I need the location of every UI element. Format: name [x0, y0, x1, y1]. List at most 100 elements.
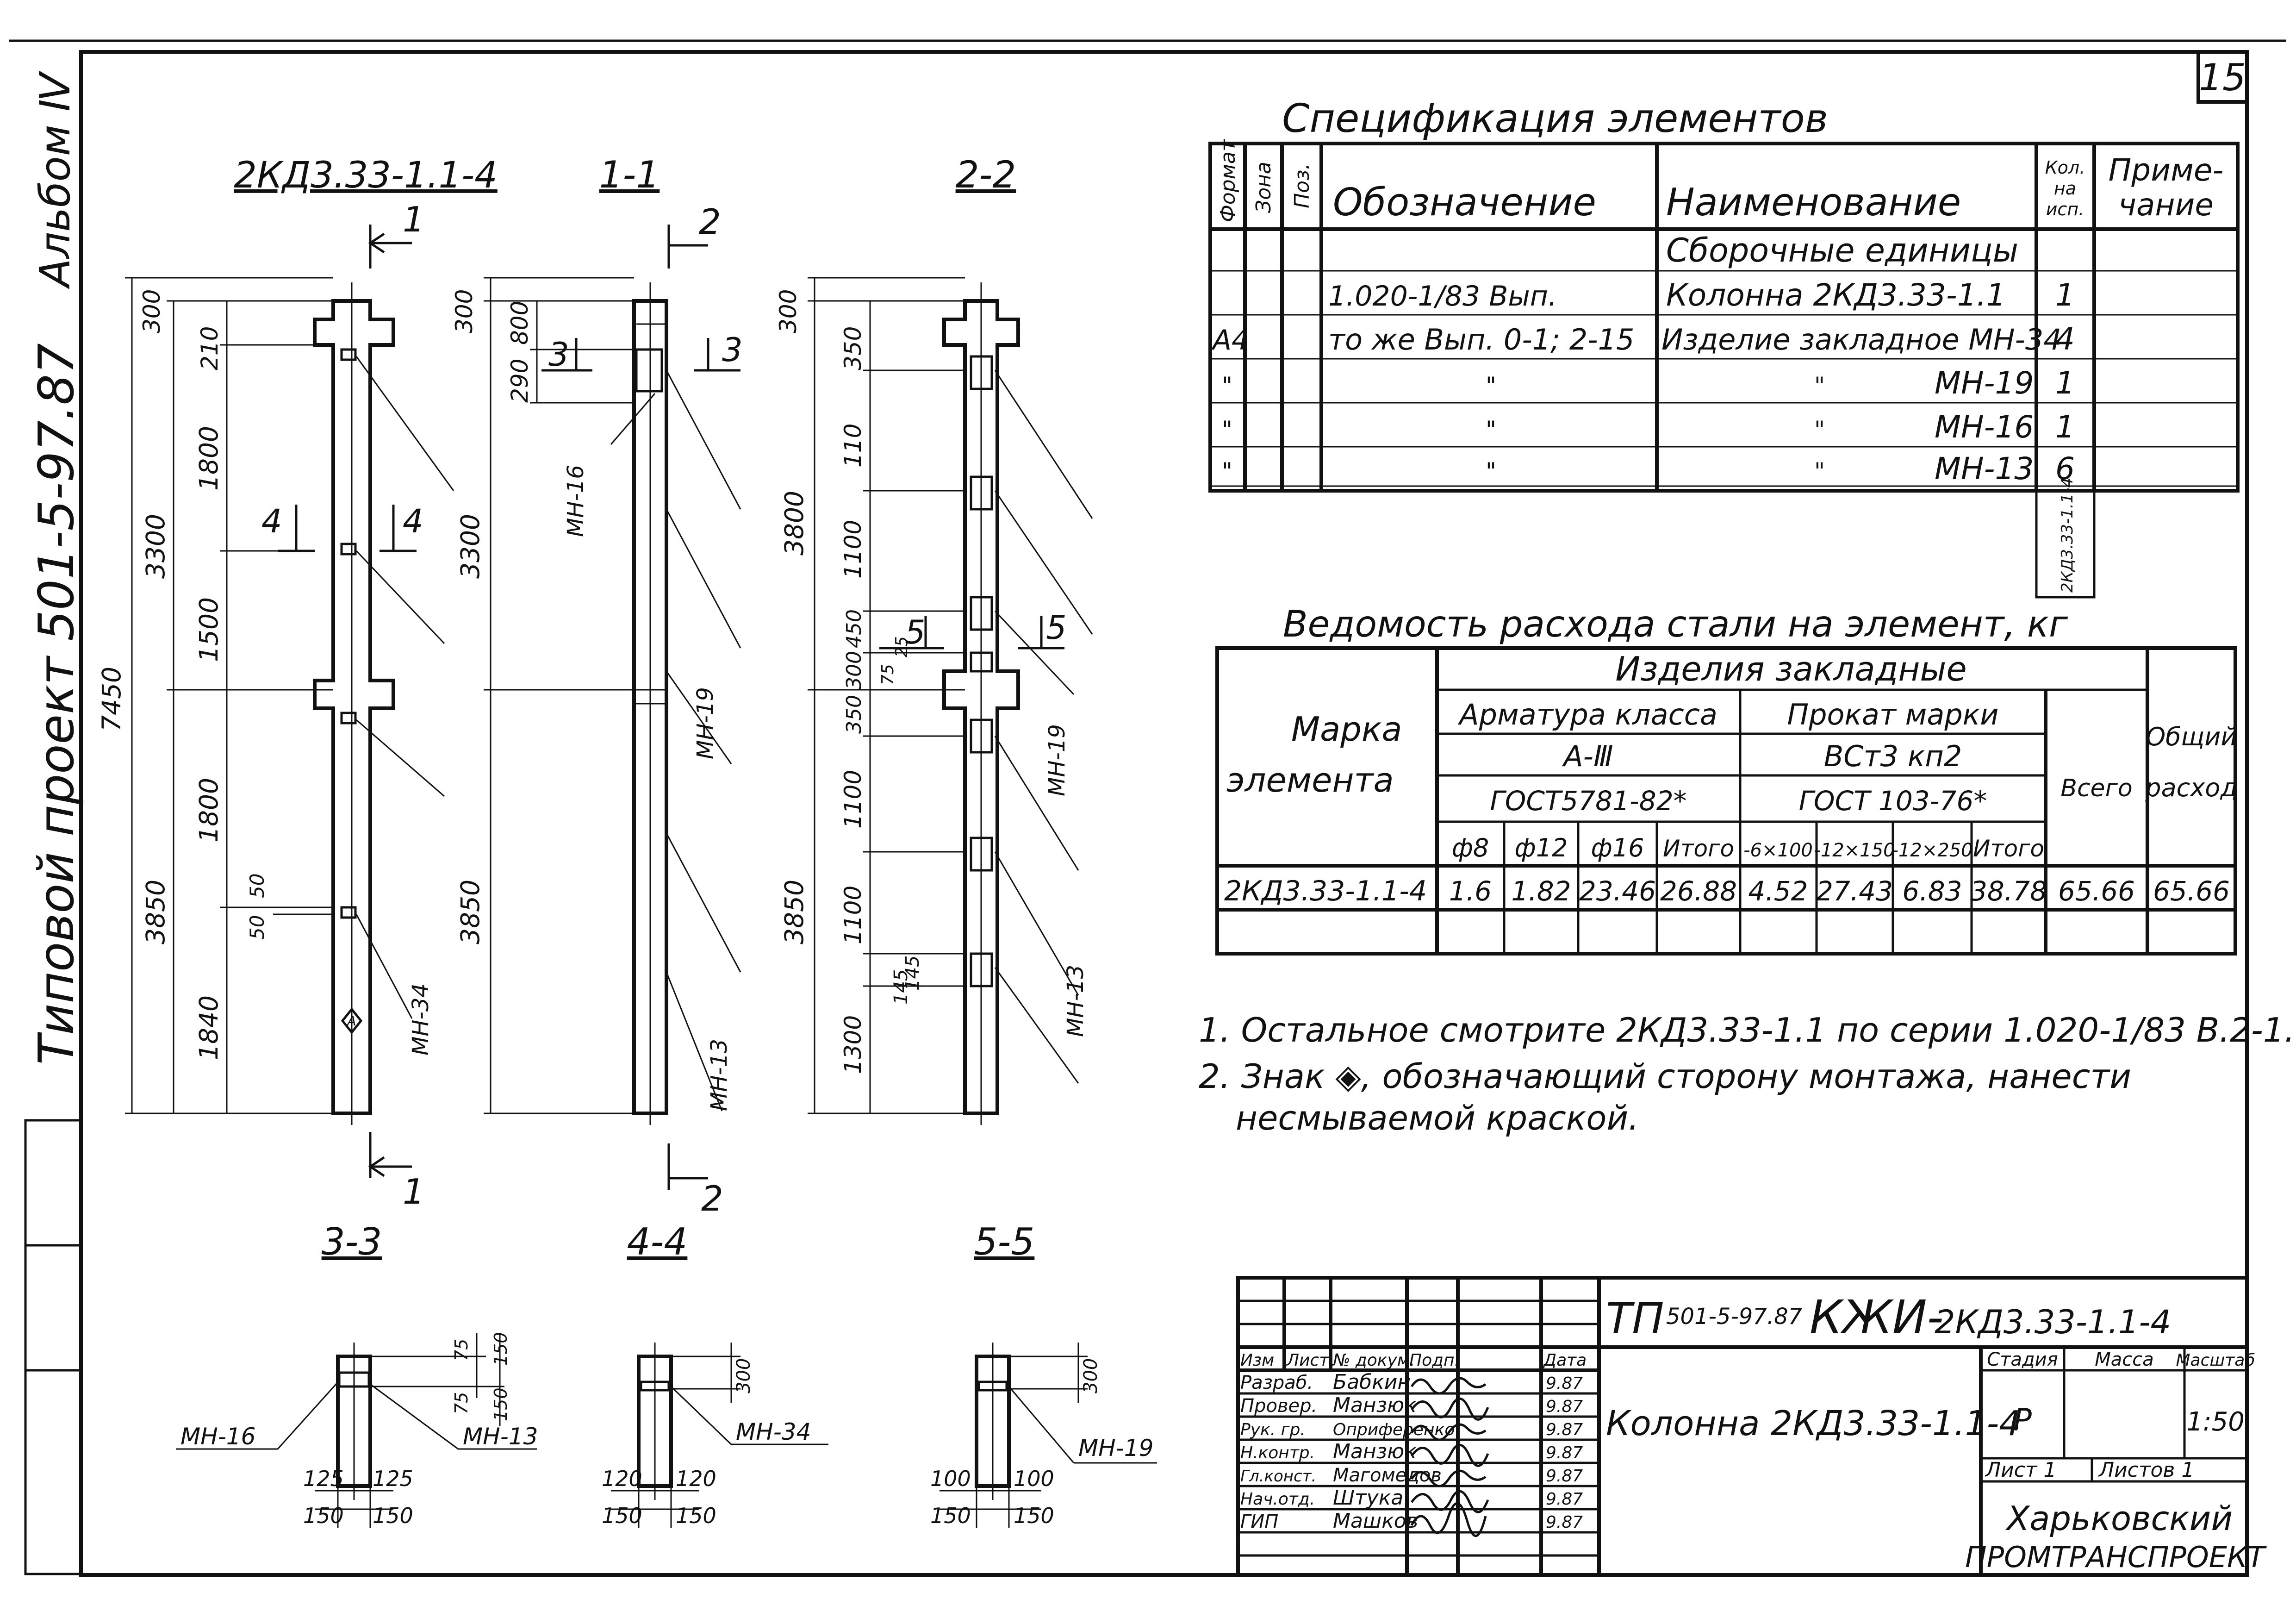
column-facade: А — [313, 282, 395, 1125]
dim-1840: 1840 — [194, 995, 224, 1060]
spec-section: Сборочные единицы — [1666, 231, 2018, 269]
column-section-1-1 — [632, 282, 668, 1125]
section-1-1-title: 1-1 — [599, 153, 660, 196]
dim-300: 300 — [1080, 1358, 1101, 1393]
dim-3300: 3300 — [455, 514, 485, 579]
steel-h-rolled-grade: ВСт3 кп2 — [1824, 739, 1962, 773]
section-2-2-dimensions — [808, 277, 965, 1114]
steel-table-grid — [1215, 646, 2237, 956]
tb-people: Разраб. Бабкин 9.87 Провер. Манзюк 9.87 … — [1240, 1370, 1583, 1533]
dim-1800: 1800 — [194, 426, 224, 491]
steel-h-rolled: Прокат марки — [1787, 698, 1998, 731]
dim-300: 300 — [842, 651, 866, 690]
cut-label-2-top: 2 — [699, 201, 721, 242]
steel-h-rebar: Арматура класса — [1457, 698, 1717, 731]
spec-h-qty: исп. — [2046, 199, 2084, 219]
tb-code-kzhi: КЖИ- — [1810, 1290, 1944, 1344]
dim-3850: 3850 — [455, 880, 485, 944]
tb-h-stage: Стадия — [1987, 1349, 2058, 1370]
steel-col: -6×100 — [1743, 840, 1813, 861]
steel-col: Итого — [1973, 835, 2044, 862]
spec-row3-code: МН-19 — [1935, 365, 2034, 401]
dim-150: 150 — [491, 1387, 511, 1421]
steel-val: 1.82 — [1511, 875, 1571, 907]
tb-role: Гл.конст. — [1240, 1467, 1316, 1486]
cut-label-4-right: 4 — [403, 502, 423, 540]
dim-300: 300 — [775, 289, 802, 333]
section-3-3-title: 3-3 — [322, 1220, 382, 1263]
spec-row2-designation: то же Вып. 0-1; 2-15 — [1328, 323, 1634, 356]
tb-role: ГИП — [1240, 1511, 1278, 1532]
steel-val: 1.6 — [1449, 875, 1492, 907]
tb-h-doc: № докум. — [1332, 1351, 1415, 1370]
binding-strip — [24, 1119, 82, 1575]
steel-row-mark: 2КД3.33-1.1-4 — [1224, 875, 1427, 907]
spec-title: Спецификация элементов — [1282, 96, 1828, 142]
spec-h-qty: Кол. — [2045, 157, 2085, 178]
spec-h-pos: Поз. — [1290, 163, 1314, 208]
steel-h-rolled-gost: ГОСТ 103-76* — [1799, 785, 1987, 817]
leader — [370, 1383, 459, 1450]
tb-date: 9.87 — [1546, 1420, 1583, 1439]
project-label: Типовой проект 501-5-97.87 — [28, 343, 85, 1065]
spec-vertical-stamp: 2КД3.33-1.1-4 — [2058, 478, 2077, 593]
dim-145: 145 — [890, 969, 912, 1005]
dim-50: 50 — [246, 874, 268, 898]
s55-callout-mn19: МН-19 — [1078, 1435, 1153, 1462]
dim-3850: 3850 — [779, 880, 809, 944]
tb-date: 9.87 — [1546, 1513, 1583, 1532]
leader — [994, 851, 1079, 996]
section-3-3-drawing — [315, 1333, 504, 1528]
tb-code-mark: 2КД3.33-1.1-4 — [1935, 1303, 2171, 1341]
signatures — [1410, 1377, 1489, 1537]
cut-label-5-left: 5 — [905, 613, 926, 651]
dim-150: 150 — [1014, 1503, 1054, 1528]
spec-row2-qty: 4 — [2055, 321, 2075, 357]
tb-date: 9.87 — [1546, 1374, 1583, 1393]
spec-row4-code: МН-16 — [1935, 409, 2034, 445]
steel-h-total: Всего — [2060, 775, 2132, 802]
steel-h-mark: элемента — [1226, 761, 1394, 800]
tb-person: Манзюк — [1333, 1440, 1417, 1463]
leader — [994, 610, 1075, 695]
tb-role: Нач.отд. — [1240, 1490, 1315, 1509]
spec-table-grid — [1208, 142, 2240, 599]
dim-150: 150 — [676, 1503, 716, 1528]
spec-row4-qty: 1 — [2055, 409, 2075, 445]
cut-label-3-left: 3 — [548, 336, 569, 374]
steel-col: ф8 — [1452, 833, 1489, 862]
spec-row2-format: А4 — [1211, 324, 1249, 356]
dim-290: 290 — [506, 359, 533, 403]
leader — [356, 719, 445, 797]
steel-h-mark: Марка — [1291, 710, 1402, 749]
steel-val: 23.46 — [1579, 875, 1656, 907]
drawing-frame — [79, 50, 2249, 1577]
cut-label-2-bottom: 2 — [701, 1178, 723, 1219]
tb-person: Бабкин — [1333, 1370, 1411, 1394]
leader — [610, 393, 656, 445]
tb-sheet: Лист 1 — [1985, 1458, 2056, 1482]
leader — [355, 356, 454, 491]
steel-col: Итого — [1663, 835, 1734, 862]
cut-label-4-left: 4 — [261, 502, 282, 540]
leader — [994, 736, 1079, 871]
spec-row5-code: МН-13 — [1935, 451, 2034, 487]
spec-h-note: Приме- — [2109, 152, 2224, 188]
dim-100: 100 — [930, 1466, 971, 1491]
tb-code-num: 501-5-97.87 — [1666, 1304, 1803, 1330]
spec-row4-format: " — [1222, 416, 1232, 443]
dim-110: 110 — [840, 424, 866, 468]
steel-h-rebar-class: А-Ⅲ — [1562, 739, 1613, 773]
section-4-4-title: 4-4 — [627, 1220, 688, 1263]
s33-callout-mn13: МН-13 — [463, 1423, 538, 1450]
spec-h-qty: на — [2054, 178, 2076, 199]
tb-object: Колонна 2КД3.33-1.1-4 — [1606, 1404, 2021, 1443]
dim-3850: 3850 — [141, 880, 170, 944]
dim-150: 150 — [602, 1503, 642, 1528]
steel-val: 4.52 — [1748, 875, 1808, 907]
tb-scale: 1:50 — [2186, 1407, 2245, 1437]
steel-h-overall: расход — [2145, 773, 2237, 802]
spec-h-name: Наименование — [1666, 181, 1961, 225]
dim-150: 150 — [373, 1503, 413, 1528]
cut-label-1-top: 1 — [403, 199, 425, 240]
